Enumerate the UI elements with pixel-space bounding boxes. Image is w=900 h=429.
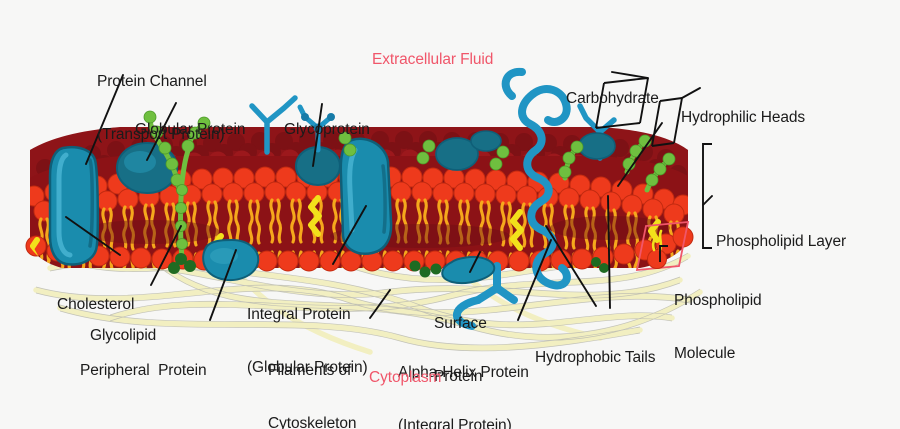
label-line: Carbohydrate <box>566 90 659 107</box>
glycolipid <box>143 110 676 278</box>
label-integral-protein: Integral Protein (Globular Protein) <box>247 271 368 411</box>
label-globular-protein: Globular Protein <box>135 86 246 174</box>
label-phospholipid-molecule: Phospholipid Molecule <box>674 257 762 397</box>
peripheral-protein-right <box>441 255 496 284</box>
membrane-protein-domes <box>435 130 616 171</box>
label-line: Peripheral Protein <box>80 362 207 379</box>
leader-lines <box>65 71 713 321</box>
label-line: Protein <box>434 367 483 385</box>
label-hydrophilic-heads: Hydrophilic Heads <box>681 74 805 162</box>
label-line: Filaments of <box>268 362 352 379</box>
label-alpha-helix-protein: Alpha-Helix Protein (Integral Protein) <box>398 329 529 429</box>
label-line: Globular Protein <box>135 121 246 138</box>
label-line: Hydrophilic Heads <box>681 109 806 126</box>
label-line: Hydrophobic Tails <box>535 349 656 366</box>
surface-protein <box>452 262 518 330</box>
label-line: Molecule <box>674 344 736 362</box>
hydrophobic-tails-upper <box>38 198 680 263</box>
label-line: Alpha-Helix Protein <box>398 364 529 381</box>
globular-protein <box>116 142 178 194</box>
label-line: Phospholipid <box>674 292 762 309</box>
peripheral-protein <box>202 238 260 281</box>
label-surface-protein: Surface Protein <box>434 280 487 420</box>
brackets <box>595 77 712 262</box>
label-glycolipid: Glycolipid <box>90 292 156 380</box>
label-hydrophobic-tails: Hydrophobic Tails <box>535 314 655 402</box>
protein-channel <box>48 145 100 266</box>
label-line: Glycoprotein <box>284 121 370 138</box>
label-glycoprotein: Glycoprotein <box>284 86 370 174</box>
label-line: Protein Channel <box>97 73 207 90</box>
label-extracellular-fluid: Extracellular Fluid <box>372 51 494 68</box>
label-line: Integral Protein <box>247 306 351 323</box>
alpha-helix-protein <box>501 67 571 290</box>
label-carbohydrate: Carbohydrate <box>566 55 659 143</box>
label-line: (Integral Protein) <box>398 416 512 429</box>
label-cytoplasm: Cytoplasm <box>369 369 442 386</box>
label-line: Glycolipid <box>90 327 157 344</box>
label-line: Cholesterol <box>57 296 135 313</box>
label-protein-channel: Protein Channel (Transport Protein) <box>97 38 225 178</box>
label-peripheral-protein: Peripheral Protein <box>80 327 207 415</box>
label-line: Surface <box>434 315 487 332</box>
label-line: Cytoskeleton <box>268 414 357 429</box>
label-line: (Transport Protein) <box>97 125 225 143</box>
label-filaments-of-cytoskeleton: Filaments of Cytoskeleton <box>268 327 357 429</box>
label-line: Phospholipid Layer <box>716 233 847 250</box>
label-phospholipid-layer: Phospholipid Layer <box>716 198 846 286</box>
label-cholesterol: Cholesterol <box>57 261 134 349</box>
label-line: (Globular Protein) <box>247 358 368 376</box>
phospholipid-molecule-highlight <box>635 220 690 272</box>
